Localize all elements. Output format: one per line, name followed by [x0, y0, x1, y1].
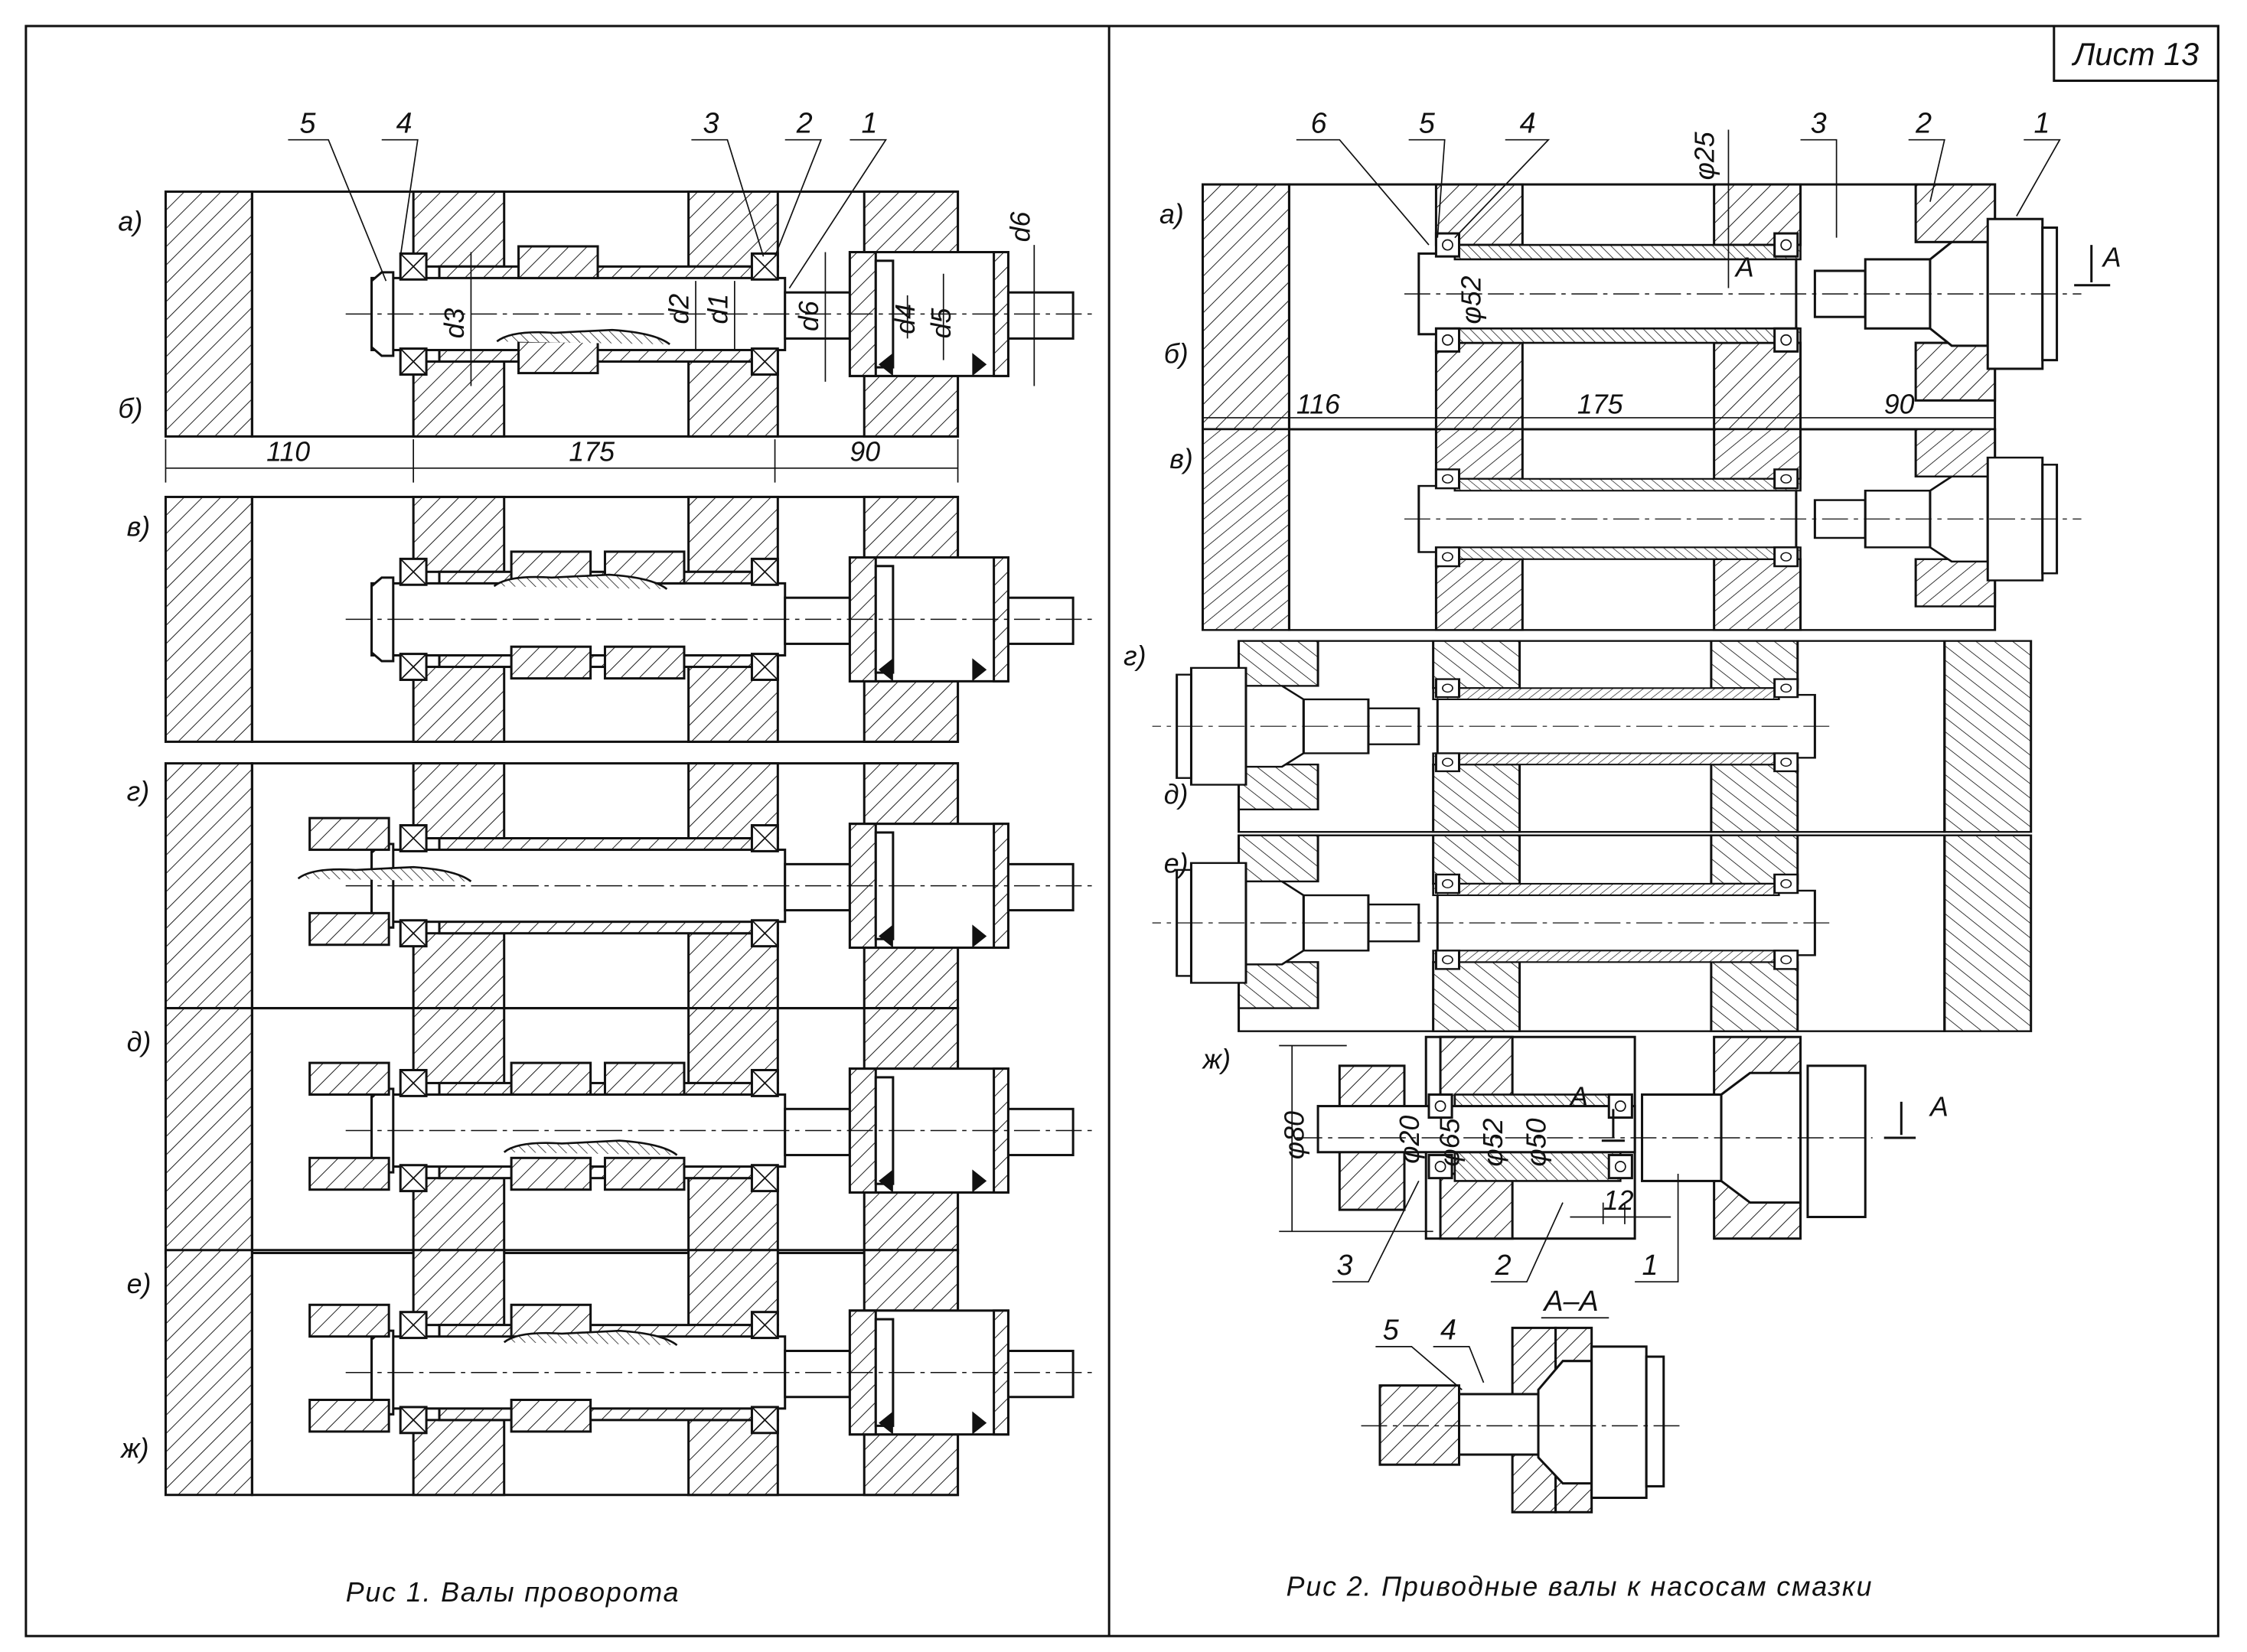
- pump-shaft-variant-v: [1203, 429, 2082, 630]
- dim-116: 116: [1296, 389, 1340, 419]
- sheet-label-box: [2053, 24, 2219, 83]
- diameter-52: φ52: [1478, 1118, 1508, 1166]
- variant-label: в): [1169, 444, 1193, 474]
- diameter-65: φ65: [1435, 1118, 1466, 1166]
- section-mark-left: А: [1568, 1082, 1588, 1113]
- dim-175: 175: [569, 436, 615, 467]
- diameter-52: φ52: [1456, 275, 1487, 324]
- dimension-line: 116 175 90: [1202, 389, 1996, 432]
- d3-label: d3: [439, 308, 470, 339]
- dimension-line: 110 175 90: [165, 436, 959, 483]
- section-a-a: А–А 5 4: [1361, 1285, 1685, 1514]
- dim-90: 90: [1884, 389, 1915, 419]
- figure-1-caption: Рис 1. Валы проворота: [346, 1577, 680, 1608]
- callout-2: 2: [796, 106, 813, 138]
- dim-110: 110: [266, 436, 310, 467]
- callout-5: 5: [299, 106, 316, 138]
- shaft-variant-g: [165, 764, 1094, 1008]
- variant-label: б): [1164, 338, 1189, 369]
- detail-zh: φ80 φ20 φ65 φ52 φ50 А А 12 3 2 1: [1279, 1035, 1949, 1283]
- variant-label: г): [1124, 641, 1146, 672]
- shaft-variant-v: [165, 497, 1094, 741]
- variant-label: а): [118, 206, 142, 236]
- d6-label: d6: [794, 301, 824, 331]
- callout-5: 5: [1383, 1313, 1400, 1345]
- callout-6: 6: [1311, 106, 1327, 138]
- callout-3: 3: [1337, 1249, 1353, 1281]
- variant-label: б): [118, 393, 142, 424]
- callouts: 5 4 3 2 1: [288, 106, 888, 289]
- figure-2: а) б) в) г) д) е) ж) 6 5 4 3 2 1 φ25 φ52…: [1124, 106, 2121, 1601]
- d4-label: d4: [890, 304, 921, 334]
- dim-90: 90: [850, 436, 880, 467]
- callout-4: 4: [1520, 106, 1536, 138]
- pump-shaft-variant-e: [1153, 836, 2031, 1031]
- d5-label: d5: [926, 308, 957, 339]
- variant-label: в): [127, 511, 151, 542]
- variant-label: е): [1164, 849, 1189, 879]
- variant-label: г): [127, 777, 150, 807]
- callout-1: 1: [1642, 1249, 1658, 1281]
- d1-label: d1: [703, 294, 733, 324]
- dim-175: 175: [1577, 389, 1623, 419]
- figure-1: а) б) в) г) д) е) ж) 5 4 3 2 1 d3 d2 d1 …: [118, 106, 1094, 1608]
- variant-label: е): [127, 1269, 152, 1299]
- section-mark-a-inner: А: [1734, 252, 1754, 282]
- figure-2-caption: Рис 2. Приводные валы к насосам смазки: [1287, 1571, 1874, 1601]
- d6-right-label: d6: [1006, 211, 1036, 242]
- callout-2: 2: [1495, 1249, 1512, 1281]
- callout-1: 1: [861, 106, 877, 138]
- gap-12: 12: [1603, 1185, 1634, 1216]
- diameter-50: φ50: [1521, 1118, 1551, 1166]
- sheet-label: Лист 13: [2071, 37, 2199, 72]
- variant-label: ж): [119, 1433, 149, 1464]
- variant-label: д): [127, 1027, 152, 1057]
- diameter-25: φ25: [1690, 132, 1720, 180]
- variant-label: д): [1164, 779, 1189, 810]
- callout-1: 1: [2033, 106, 2050, 138]
- diameter-80: φ80: [1279, 1111, 1309, 1159]
- callout-4: 4: [1440, 1313, 1456, 1345]
- section-title: А–А: [1543, 1285, 1599, 1317]
- callout-3: 3: [1811, 106, 1827, 138]
- shaft-variant-d: [165, 1008, 1094, 1253]
- section-mark-right: А: [1929, 1092, 1949, 1123]
- diameter-20: φ20: [1394, 1116, 1425, 1164]
- callout-2: 2: [1915, 106, 1932, 138]
- callout-3: 3: [703, 106, 719, 138]
- d2-label: d2: [664, 294, 695, 324]
- sheet-border: [24, 24, 2219, 1637]
- pump-shaft-variant-g: [1153, 641, 2031, 833]
- callout-4: 4: [396, 106, 413, 138]
- callouts-top: 6 5 4 3 2 1 φ25 φ52 А А: [1296, 106, 2121, 324]
- variant-label: ж): [1202, 1044, 1231, 1075]
- section-mark-a: А: [2102, 242, 2121, 272]
- callout-5: 5: [1419, 106, 1436, 138]
- diameter-labels: d3 d2 d1 d6 d4 d5 d6: [439, 211, 1036, 386]
- shaft-variant-e: [165, 1250, 1094, 1495]
- variant-label: а): [1159, 199, 1184, 230]
